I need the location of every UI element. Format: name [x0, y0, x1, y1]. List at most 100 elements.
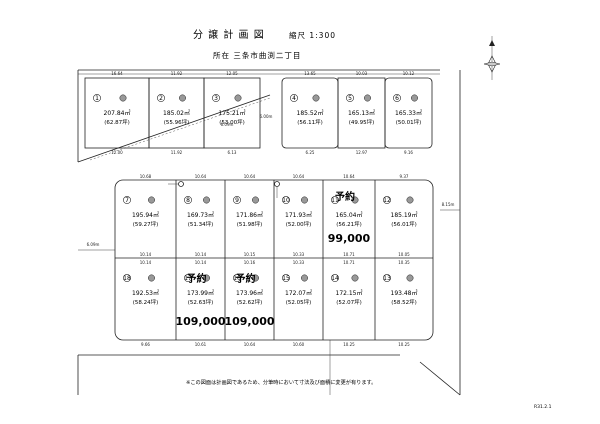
lot-number: 7	[125, 197, 129, 204]
lot-marker-icon	[301, 196, 308, 204]
dim-mid-bot-5: 10.05	[398, 252, 410, 257]
lot-number: 15	[282, 275, 290, 282]
lot-area: 172.07㎡	[285, 289, 312, 297]
dim-side-1: 6.09m	[221, 122, 234, 127]
lot-tsubo: (55.96坪)	[164, 118, 190, 126]
lot-number-circle	[212, 94, 220, 102]
lot-tsubo: (56.21坪)	[336, 220, 362, 228]
lower-block	[114, 179, 434, 341]
lot-number-circle	[233, 196, 241, 204]
lot-area: 185.19㎡	[391, 211, 418, 219]
dim-mid-top-1: 10.64	[195, 174, 207, 179]
lot-marker-icon	[406, 274, 414, 282]
scale-label: 縮尺 1:300	[289, 30, 336, 40]
dim-bot-bot-1: 10.61	[195, 342, 207, 347]
lot-number: 11	[331, 197, 339, 204]
dim-mid-top-2: 10.64	[244, 174, 256, 179]
dim-bot-bot-0: 9.66	[141, 342, 150, 347]
lot-area: 173.96㎡	[236, 289, 263, 297]
dim-mid-top-3: 10.64	[293, 174, 305, 179]
dim-top-lower-2: 6.13	[228, 150, 237, 155]
lot-tsubo: (52.00坪)	[286, 220, 312, 228]
dim-top-0: 16.64	[111, 71, 123, 76]
lot-tsubo: (56.01坪)	[391, 220, 417, 228]
dim-top-5: 10.12	[403, 71, 415, 76]
lot-number-circle	[93, 94, 101, 102]
reserved-label: 予約	[335, 190, 355, 203]
dim-bot-top-1: 10.14	[195, 260, 207, 265]
lot-marker-icon	[203, 274, 210, 282]
lot-labels: 1207.84㎡(62.87坪)2185.02㎡(55.96坪)3175.21㎡…	[93, 94, 422, 328]
lot-number: 8	[186, 197, 190, 204]
reserved-label: 予約	[187, 272, 207, 285]
lot-number-circle	[331, 196, 339, 204]
dim-top-3: 13.65	[304, 71, 316, 76]
lot-marker-icon	[351, 274, 359, 282]
lot-number-circle	[346, 94, 354, 102]
dim-bot-top-0: 10.14	[140, 260, 152, 265]
lot-number: 4	[292, 95, 296, 102]
lot-tsubo: (52.63坪)	[188, 298, 214, 306]
dim-mid-top-0: 10.68	[140, 174, 152, 179]
lot-number: 13	[383, 275, 391, 282]
lot-number: 1	[95, 95, 99, 102]
dim-mid-top-4: 10.64	[343, 174, 355, 179]
dim-top-lower-3: 6.25	[306, 150, 315, 155]
disclaimer-note: ※この図面は計画図であるため、分筆時において寸法及び面積に変更が有ります。	[186, 378, 376, 386]
lot-number-circle	[184, 274, 192, 282]
dim-bot-bot-4: 10.25	[343, 342, 355, 347]
lot-number: 10	[282, 197, 290, 204]
lot-number: 2	[159, 95, 163, 102]
lot-price: 109,000	[224, 315, 274, 328]
lot-tsubo: (49.95坪)	[349, 118, 375, 126]
lot-marker-icon	[351, 196, 359, 204]
lot-marker-icon	[411, 94, 418, 102]
lot-area: 192.53㎡	[132, 289, 159, 297]
lot-number-circle	[184, 196, 192, 204]
lot-marker-icon	[364, 94, 371, 102]
lot-number-circle	[282, 274, 290, 282]
lot-number-circle	[157, 94, 165, 102]
lot-number-circle	[331, 274, 339, 282]
lot-area: 185.52㎡	[297, 109, 324, 117]
lot-marker-icon	[234, 94, 242, 102]
dim-side-2: 6.00m	[260, 114, 273, 119]
dim-top-1: 11.92	[171, 71, 183, 76]
lot-number: 16	[233, 275, 241, 282]
dim-top-lower-4: 12.97	[356, 150, 368, 155]
lot-price: 99,000	[328, 232, 371, 245]
north-arrow-icon	[483, 36, 501, 80]
lot-tsubo: (52.62坪)	[237, 298, 263, 306]
lot-number: 3	[214, 95, 218, 102]
lot-number: 9	[235, 197, 239, 204]
lot-tsubo: (53.00坪)	[219, 118, 245, 126]
boundary-lines	[77, 69, 461, 396]
lot-area: 165.13㎡	[348, 109, 375, 117]
lot-area: 169.73㎡	[187, 211, 214, 219]
lot-area: 193.48㎡	[391, 289, 418, 297]
lot-tsubo: (62.87坪)	[104, 118, 130, 126]
dim-bot-bot-3: 10.60	[293, 342, 305, 347]
lot-number-circle	[233, 274, 241, 282]
lot-number: 17	[184, 275, 192, 282]
lot-marker-icon	[301, 274, 308, 282]
lot-tsubo: (50.01坪)	[396, 118, 422, 126]
lot-number-circle	[123, 274, 131, 282]
lot-marker-icon	[312, 94, 320, 102]
lot-marker-icon	[179, 94, 186, 102]
lot-number: 18	[123, 275, 131, 282]
